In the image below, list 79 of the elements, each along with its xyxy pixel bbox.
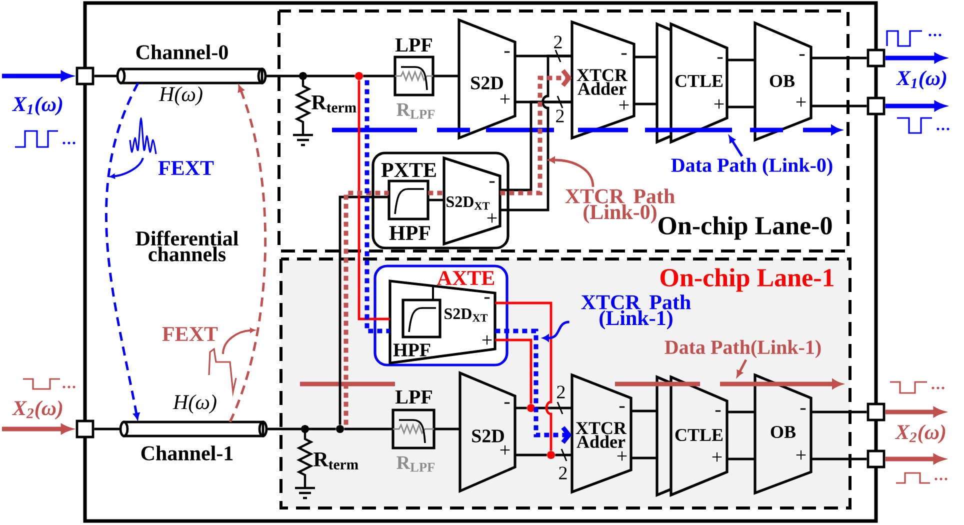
wire xyxy=(495,302,552,451)
crosstalk-arrow xyxy=(228,85,266,422)
crosstalk-path-line xyxy=(364,80,390,334)
leader-arrow xyxy=(542,320,570,342)
junction-dot xyxy=(336,425,344,433)
transmission-line: Channel-0 xyxy=(116,44,267,84)
wire xyxy=(495,338,532,404)
filter-block: HPF xyxy=(393,298,442,356)
wire xyxy=(811,104,867,108)
port-square xyxy=(76,420,94,438)
junction-dot xyxy=(547,451,555,459)
bus-width-label: 2 xyxy=(556,110,564,122)
port-square xyxy=(866,402,886,422)
wire xyxy=(727,58,755,62)
wire xyxy=(631,456,657,460)
junction-dot xyxy=(355,72,363,80)
annotation-text: Differential channels xyxy=(136,230,238,262)
annotation-text: FEXT xyxy=(158,161,214,175)
filter-block: HPF xyxy=(388,180,430,240)
wire xyxy=(811,410,867,414)
filter-block: LPF R$_{LPF}$ xyxy=(392,390,436,472)
resistor-label: R$_{term}$ xyxy=(312,96,356,112)
bus-width-label: 2 xyxy=(554,36,562,48)
path-label: Data Path (Link-0) xyxy=(671,158,832,176)
wire xyxy=(500,100,572,192)
leader-arrow xyxy=(548,156,594,187)
node-label: HPF xyxy=(393,344,430,356)
signal-label: X$_{2}$(ω) xyxy=(894,424,946,444)
wire xyxy=(811,56,867,60)
signal-label: X$_{2}$(ω) xyxy=(12,400,62,420)
wire xyxy=(433,74,459,78)
node-label: HPF xyxy=(389,226,430,240)
wire xyxy=(344,428,393,430)
wire xyxy=(428,198,444,202)
transmission-line: Channel-1 xyxy=(119,420,268,460)
bus-width-label: 2 xyxy=(559,466,567,480)
resistor-label: R$_{term}$ xyxy=(314,452,358,470)
wire xyxy=(94,428,120,430)
wire xyxy=(358,80,390,320)
wire xyxy=(727,458,755,460)
transfer-function-label: H(ω) xyxy=(172,394,216,414)
node-label: R$_{LPF}$ xyxy=(396,103,435,119)
wire xyxy=(434,428,460,430)
wire xyxy=(94,74,118,78)
node-label: LPF xyxy=(395,390,432,404)
wire xyxy=(555,454,572,456)
annotation-text: FEXT xyxy=(162,327,218,341)
leader-arrow xyxy=(736,359,748,378)
port-square xyxy=(866,450,886,468)
crosstalk-path-arrow xyxy=(500,69,572,196)
signal-label: X$_{1}$(ω) xyxy=(896,70,946,90)
bus-width-label: 2 xyxy=(557,386,565,398)
wire xyxy=(515,406,527,410)
wire xyxy=(634,56,657,58)
wire xyxy=(515,454,547,456)
path-label: Data Path(Link-1) xyxy=(664,340,821,358)
wire xyxy=(363,74,395,78)
wire xyxy=(811,458,867,460)
filter-block: LPF R$_{LPF}$ xyxy=(394,38,435,119)
wire xyxy=(634,102,657,106)
crosstalk-path-line xyxy=(428,190,444,196)
crosstalk-path-arrow xyxy=(495,328,572,444)
wire xyxy=(266,74,355,78)
wire xyxy=(500,54,572,212)
port-square xyxy=(76,66,94,86)
port-square xyxy=(866,96,886,116)
crosstalk-arrow xyxy=(105,82,140,420)
signal-label: X$_{1}$(ω) xyxy=(12,96,62,116)
leader-arrow xyxy=(728,136,744,157)
path-label: XTCR Path (Link-1) xyxy=(581,294,691,330)
node-label: LPF xyxy=(395,38,432,52)
node-label: R$_{LPF}$ xyxy=(396,456,435,472)
wire xyxy=(631,410,657,412)
port-square xyxy=(866,48,886,68)
junction-dot xyxy=(527,404,535,412)
wire xyxy=(727,410,755,414)
wire xyxy=(266,428,336,430)
transfer-function-label: H(ω) xyxy=(158,86,202,106)
wire xyxy=(727,106,755,108)
